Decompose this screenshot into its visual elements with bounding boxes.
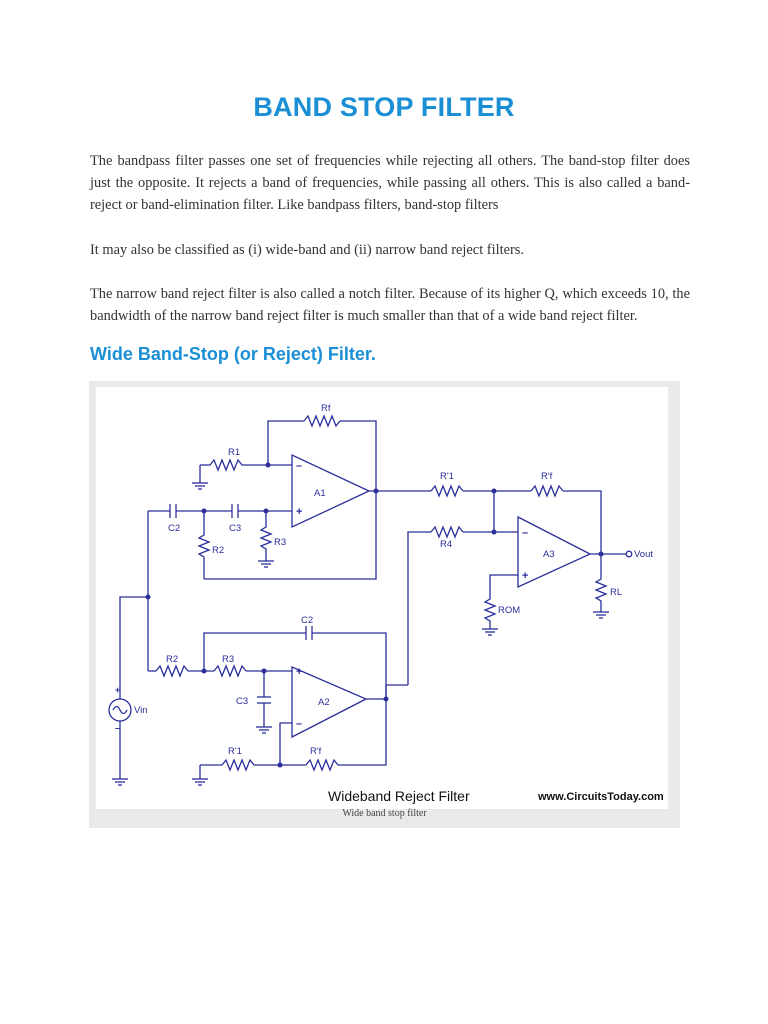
svg-text:+: + xyxy=(522,570,528,582)
label-rf-prime-bottom: R'f xyxy=(310,746,322,757)
resistor-r1-prime-bottom-symbol xyxy=(200,758,280,772)
vin-source-symbol xyxy=(108,698,132,722)
intro-paragraph: The bandpass filter passes one set of fr… xyxy=(90,153,690,213)
label-c2-bottom: C2 xyxy=(301,615,313,626)
label-r2-bottom: R2 xyxy=(166,654,178,665)
label-rf: Rf xyxy=(321,403,331,414)
circuit-diagram: – + – + + – + – Rf R1 A1 C2 C3 R2 R3 R'1… xyxy=(96,387,668,809)
label-vin: Vin xyxy=(134,705,148,716)
notch-paragraph: The narrow band reject filter is also ca… xyxy=(90,286,690,324)
label-r3-bottom: R3 xyxy=(222,654,234,665)
resistor-rl-symbol xyxy=(594,554,608,612)
opamp-a2-symbol xyxy=(291,666,368,739)
figure: – + – + + – + – Rf R1 A1 C2 C3 R2 R3 R'1… xyxy=(89,381,680,828)
resistor-rf-symbol xyxy=(303,414,341,428)
resistor-r4-symbol xyxy=(430,525,464,539)
label-vout: Vout xyxy=(634,549,653,560)
resistor-rf-prime-symbol xyxy=(530,484,564,498)
label-rom: ROM xyxy=(498,605,520,616)
resistor-r2-bottom-symbol xyxy=(155,664,189,678)
label-c3-bottom: C3 xyxy=(236,696,248,707)
label-a1: A1 xyxy=(314,488,326,499)
label-r2-top: R2 xyxy=(212,545,224,556)
label-rl: RL xyxy=(610,587,622,598)
label-a2: A2 xyxy=(318,697,330,708)
svg-text:–: – xyxy=(296,460,302,472)
label-r1-prime: R'1 xyxy=(440,471,454,482)
svg-text:+: + xyxy=(296,506,302,518)
svg-text:+: + xyxy=(115,685,120,695)
label-c3-top: C3 xyxy=(229,523,241,534)
opamp-a3-symbol xyxy=(517,515,592,589)
resistor-r1-symbol xyxy=(200,458,268,472)
label-r4: R4 xyxy=(440,539,452,550)
resistor-r3-bottom-symbol xyxy=(213,664,247,678)
wideband-reject-filter-schematic: – + – + + – + – Rf R1 A1 C2 C3 R2 R3 R'1… xyxy=(108,403,664,804)
figure-banner-site: www.CircuitsToday.com xyxy=(537,791,664,803)
label-c2-top: C2 xyxy=(168,523,180,534)
svg-text:–: – xyxy=(522,527,528,539)
resistor-r3-top-symbol xyxy=(259,511,273,561)
label-r3-top: R3 xyxy=(274,537,286,548)
label-a3: A3 xyxy=(543,549,555,560)
label-r1: R1 xyxy=(228,447,240,458)
resistor-rom-symbol xyxy=(483,574,518,629)
svg-text:–: – xyxy=(115,723,120,733)
resistor-rf-prime-bottom-symbol xyxy=(280,699,387,772)
resistor-r2-top-symbol xyxy=(197,511,211,579)
label-r1-prime-bottom: R'1 xyxy=(228,746,242,757)
resistor-r1-prime-symbol xyxy=(430,484,464,498)
svg-text:–: – xyxy=(296,718,302,730)
opamp-a1-symbol xyxy=(291,453,371,529)
figure-caption: Wide band stop filter xyxy=(342,808,427,819)
section-heading: Wide Band-Stop (or Reject) Filter. xyxy=(90,344,376,364)
page-title: BAND STOP FILTER xyxy=(253,92,515,122)
label-rf-prime: R'f xyxy=(541,471,553,482)
classification-paragraph: It may also be classified as (i) wide-ba… xyxy=(90,242,524,258)
svg-text:+: + xyxy=(296,666,302,678)
figure-banner-title: Wideband Reject Filter xyxy=(328,788,470,804)
